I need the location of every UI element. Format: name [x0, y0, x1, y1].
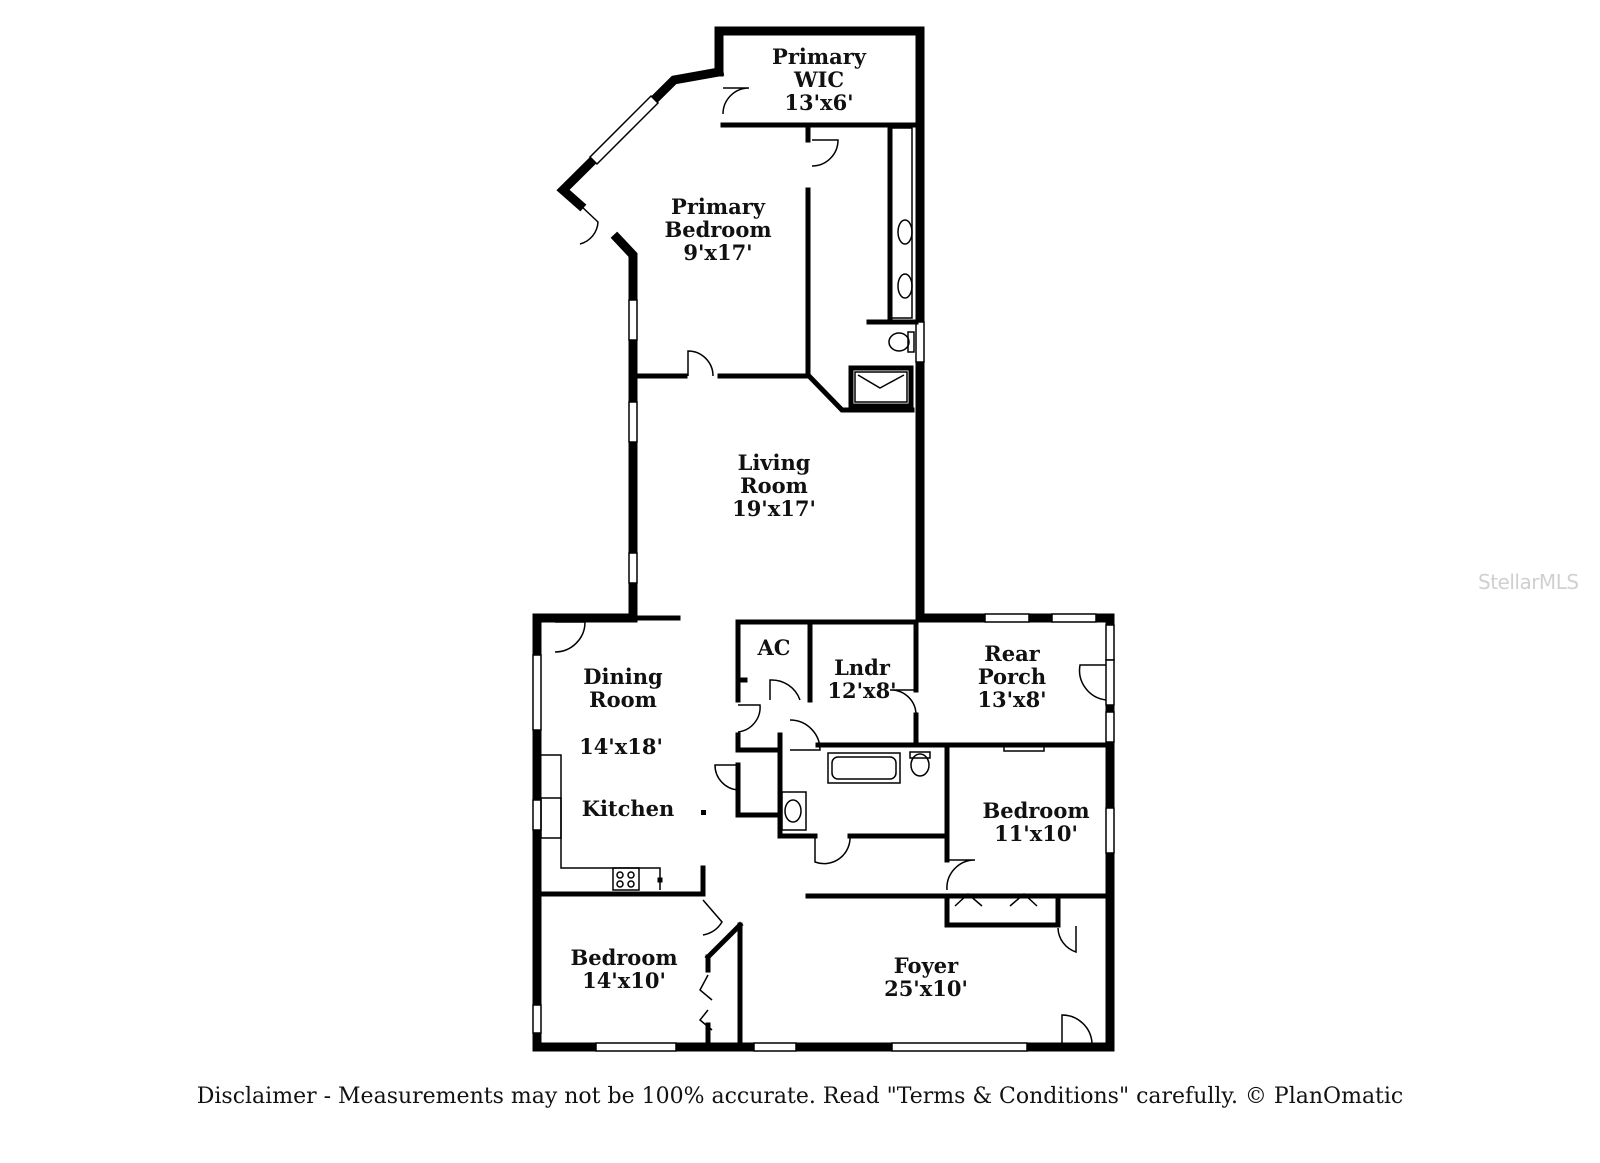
laundry-label: Lndr [834, 655, 891, 680]
living-room-label-line1: Living [738, 450, 811, 475]
bedroom-west-dims: 14'x10' [582, 968, 666, 993]
primary-wic-label-line2: WIC [793, 67, 844, 92]
bath-fixtures [781, 127, 931, 831]
primary-wic-label-line1: Primary [772, 44, 867, 69]
primary-bedroom-label-line2: Bedroom [664, 217, 771, 242]
room-labels: Primary WIC 13'x6' Primary Bedroom 9'x17… [570, 44, 1089, 1001]
bedroom-west-label: Bedroom [570, 945, 677, 970]
primary-wic-dims: 13'x6' [784, 90, 853, 115]
dining-room-dims: 14'x18' [579, 734, 663, 759]
dining-room-label-line1: Dining [583, 664, 663, 689]
rear-porch-dims: 13'x8' [977, 687, 1046, 712]
disclaimer-text: Disclaimer - Measurements may not be 100… [196, 1084, 1404, 1109]
doors [554, 87, 1107, 1044]
rear-porch-label-line1: Rear [984, 641, 1040, 666]
laundry-dims: 12'x8' [827, 678, 896, 703]
foyer-dims: 25'x10' [884, 976, 968, 1001]
primary-bedroom-dims: 9'x17' [683, 240, 752, 265]
bedroom-east-dims: 11'x10' [994, 821, 1078, 846]
watermark-logo: StellarMLS [1478, 570, 1579, 594]
bedroom-east-label: Bedroom [982, 798, 1089, 823]
living-room-dims: 19'x17' [732, 496, 816, 521]
interior-walls [534, 122, 1109, 1046]
kitchen-dot [701, 810, 706, 815]
foyer-label: Foyer [894, 953, 959, 978]
rear-porch-label-line2: Porch [978, 664, 1046, 689]
kitchen-label: Kitchen [582, 796, 675, 821]
living-room-label-line2: Room [740, 473, 808, 498]
ac-label: AC [756, 635, 790, 660]
kitchen-counter [540, 754, 661, 891]
dining-room-label-line2: Room [589, 687, 657, 712]
primary-bedroom-label-line1: Primary [671, 194, 766, 219]
windows [532, 94, 1115, 1052]
